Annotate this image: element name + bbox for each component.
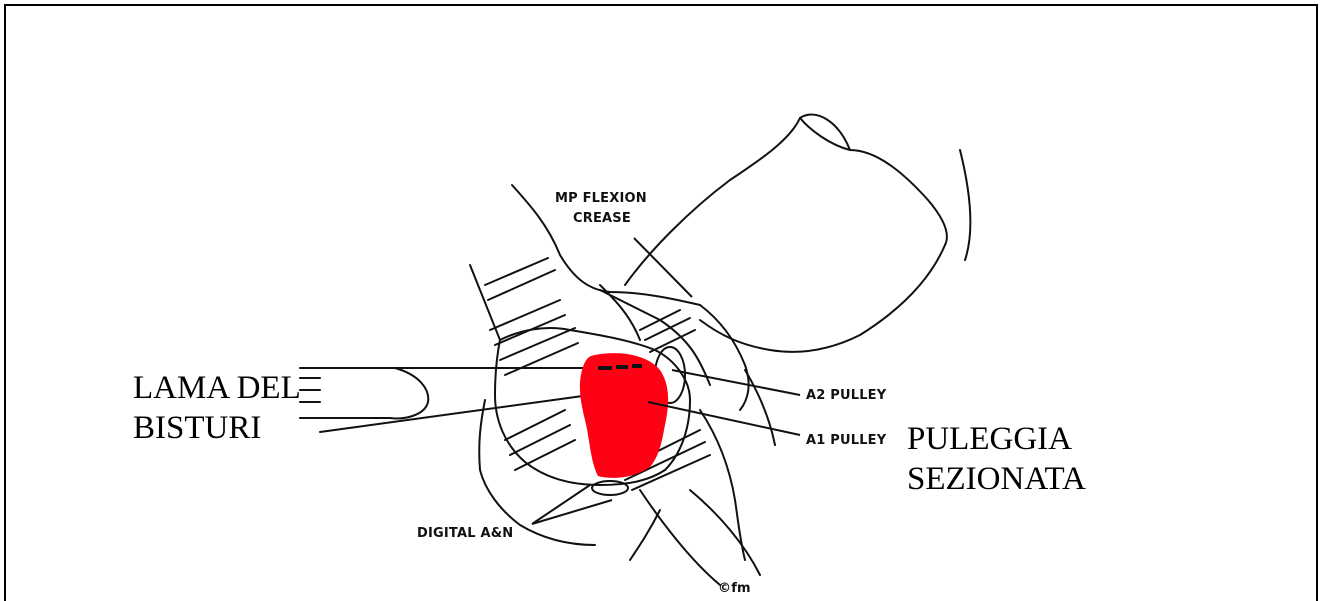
finger-outline: [625, 115, 947, 285]
sectioned-pulley-highlight: [580, 353, 668, 478]
leader-digital-2: [532, 500, 612, 524]
a1-pulley-label: A1 PULLEY: [806, 433, 887, 448]
mp-flexion-label-line1: MP FLEXION: [555, 191, 647, 206]
puleggia-label-line1: PULEGGIA: [907, 421, 1072, 458]
scalpel-blade: [300, 368, 428, 418]
a2-pulley-label: A2 PULLEY: [806, 388, 887, 403]
leader-a1: [648, 402, 800, 435]
mp-flexion-label-line2: CREASE: [573, 211, 631, 226]
finger-underside: [700, 245, 945, 352]
puleggia-label-line2: SEZIONATA: [907, 461, 1086, 498]
leader-a2: [672, 370, 800, 395]
leader-mp-crease: [634, 238, 692, 297]
lama-label-line1: LAMA DEL: [133, 370, 301, 407]
lama-label-line2: BISTURI: [133, 410, 261, 447]
leader-digital-1: [532, 485, 590, 524]
digital-an-label: DIGITAL A&N: [417, 526, 513, 541]
incision-dashes: [598, 366, 642, 368]
copyright-mark: ©fm: [718, 581, 751, 596]
